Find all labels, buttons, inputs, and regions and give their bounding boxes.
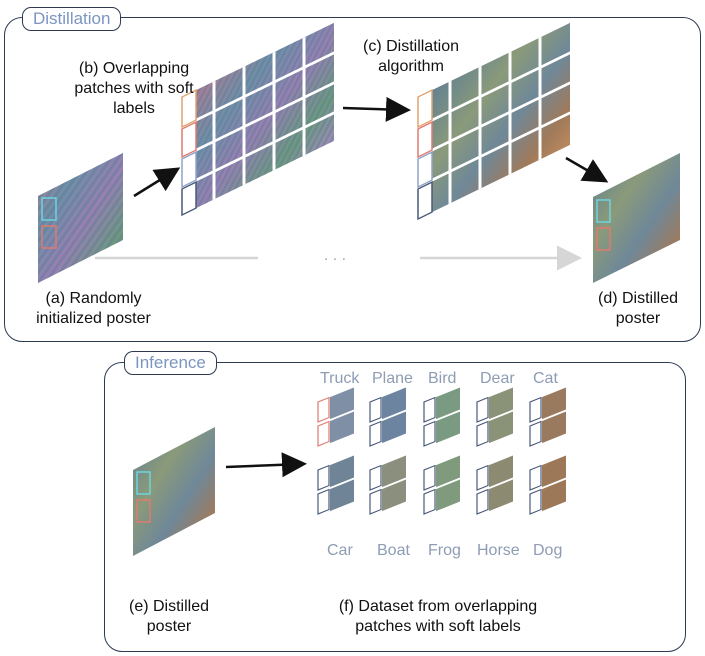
inference-panel [104, 362, 686, 652]
arrow-a-to-b [133, 167, 181, 198]
distilled-poster-e [133, 427, 215, 556]
class-label-top-3: Dear [480, 370, 515, 387]
arrow-b-to-c [342, 96, 411, 122]
class-tile-1-2 [423, 455, 460, 515]
class-label-top-2: Bird [428, 370, 457, 387]
class-tile-1-3 [476, 455, 513, 515]
distillation-tag: Distillation [22, 7, 122, 31]
arrow-c-to-d [565, 156, 609, 183]
class-tile-0-0 [317, 387, 354, 447]
class-tiles [317, 387, 566, 515]
class-tile-0-1 [369, 387, 406, 447]
patch-stack-b [181, 22, 334, 217]
class-label-top-4: Cat [533, 370, 558, 387]
patch-stack-c [417, 22, 570, 221]
class-tile-1-4 [529, 455, 566, 515]
arrow-e-to-f [225, 452, 307, 478]
inference-tag: Inference [124, 351, 217, 375]
class-label-top-0: Truck [320, 370, 360, 387]
class-label-bottom-0: Car [327, 542, 353, 559]
class-label-bottom-4: Dog [533, 542, 563, 559]
class-label-bottom-3: Horse [477, 542, 520, 559]
caption-e: (e) Distilled poster [128, 598, 209, 635]
caption-a: (a) Randomly initialized poster [36, 290, 151, 327]
ellipsis: . . . [323, 247, 347, 264]
class-tile-1-1 [369, 455, 406, 515]
caption-f: (f) Dataset from overlapping patches wit… [338, 598, 538, 635]
class-tile-0-4 [529, 387, 566, 447]
class-tile-0-3 [476, 387, 513, 447]
caption-d: (d) Distilled poster [597, 290, 678, 327]
random-poster [38, 153, 123, 283]
caption-b: (b) Overlapping patches with soft labels [74, 60, 194, 117]
caption-c: (c) Distillation algorithm [362, 38, 459, 75]
distilled-poster-d [593, 153, 680, 283]
class-tile-1-0 [317, 455, 354, 515]
distillation-panel [4, 17, 701, 342]
class-label-bottom-2: Frog [428, 542, 461, 559]
class-label-top-1: Plane [372, 370, 413, 387]
class-label-bottom-1: Boat [377, 542, 410, 559]
class-tile-0-2 [423, 387, 460, 447]
